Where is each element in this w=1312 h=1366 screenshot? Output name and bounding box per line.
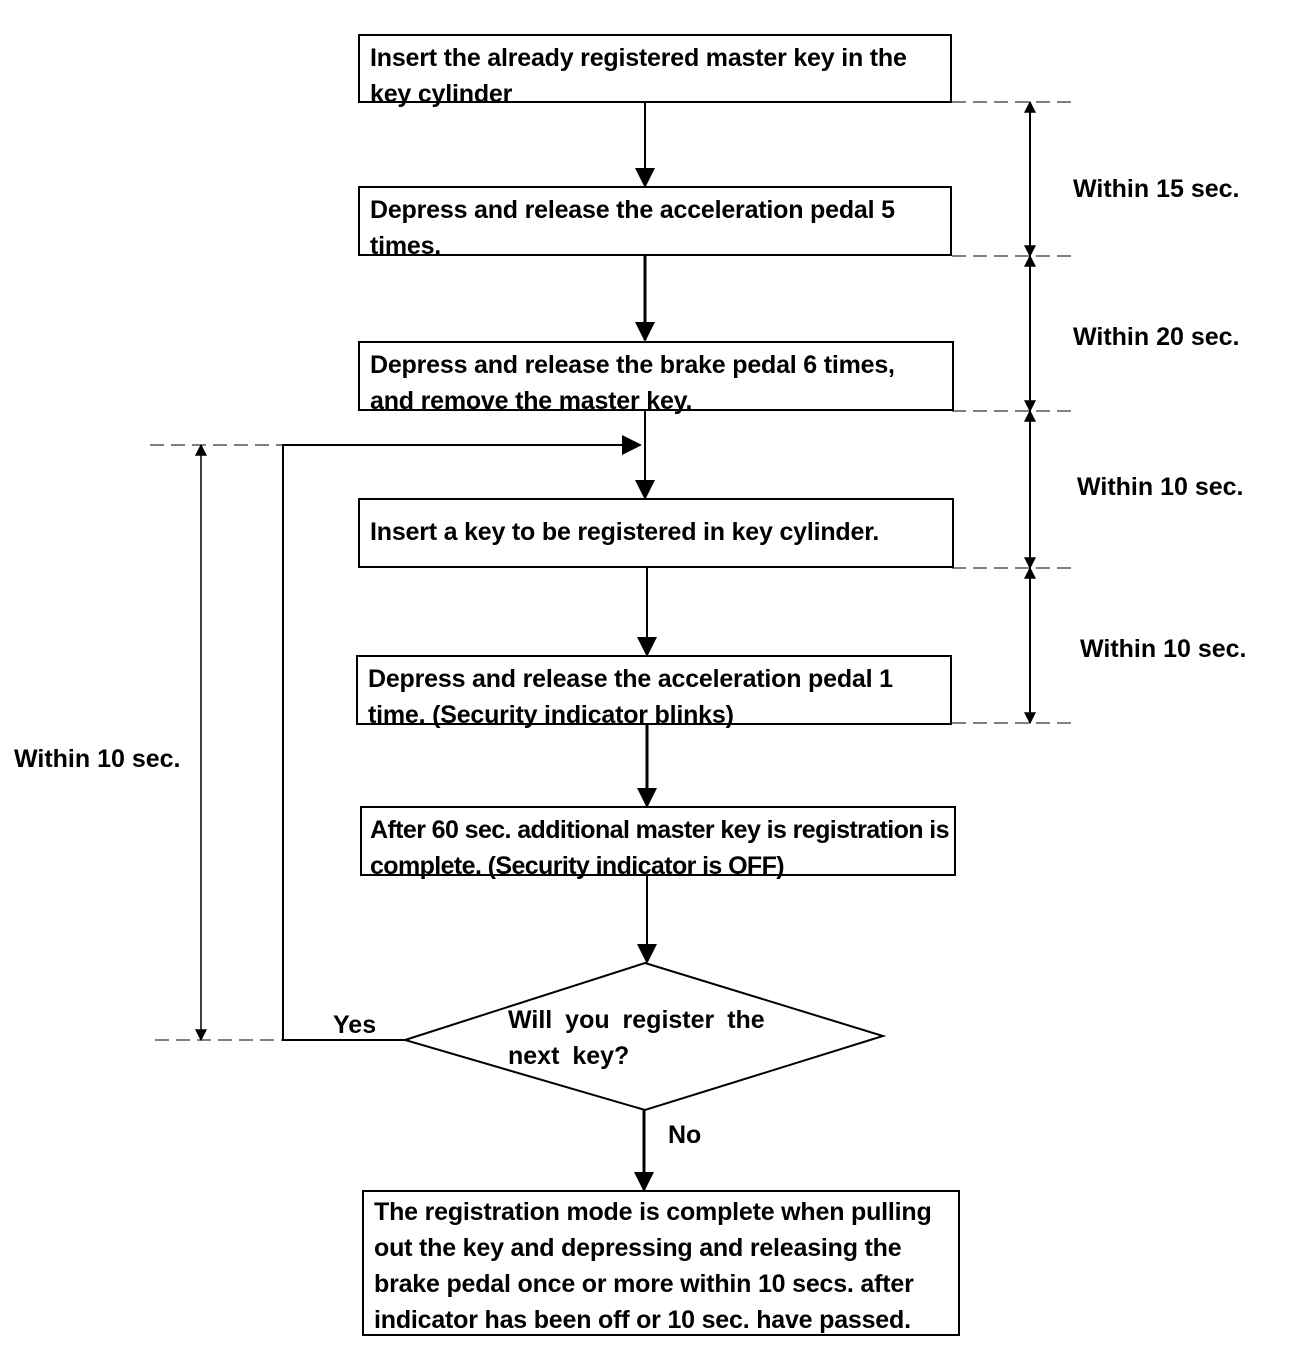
step-registration-complete: After 60 sec. additional master key is r… xyxy=(360,806,956,880)
step-brake-pedal-6: Depress and release the brake pedal 6 ti… xyxy=(358,341,954,415)
loop-timing-guides xyxy=(150,444,283,1041)
step-accel-pedal-1: Depress and release the acceleration ped… xyxy=(356,655,952,729)
timing-label-loop: Within 10 sec. xyxy=(14,745,181,773)
no-label: No xyxy=(668,1121,702,1149)
step-insert-master-key: Insert the already registered master key… xyxy=(358,34,952,108)
timing-label-10a: Within 10 sec. xyxy=(1077,473,1244,501)
step-text: Depress and release the acceleration ped… xyxy=(368,665,893,729)
step-accel-pedal-5: Depress and release the acceleration ped… xyxy=(358,186,952,260)
yes-label: Yes xyxy=(333,1011,377,1039)
step-final: The registration mode is complete when p… xyxy=(362,1190,960,1336)
timing-label-10b: Within 10 sec. xyxy=(1080,635,1247,663)
step-text: Depress and release the acceleration ped… xyxy=(370,196,895,260)
step-insert-new-key: Insert a key to be registered in key cyl… xyxy=(358,498,954,568)
step-text: Insert the already registered master key… xyxy=(370,44,907,108)
timing-guides xyxy=(952,101,1072,724)
yes-loop-line xyxy=(282,435,642,1041)
step-text: The registration mode is complete when p… xyxy=(374,1198,932,1334)
timing-label-15: Within 15 sec. xyxy=(1073,175,1240,203)
decision-diamond xyxy=(401,961,887,1112)
step-text: Depress and release the brake pedal 6 ti… xyxy=(370,351,895,415)
step-text: After 60 sec. additional master key is r… xyxy=(370,816,950,880)
timing-label-20: Within 20 sec. xyxy=(1073,323,1240,351)
decision-question: Will you register the next key? xyxy=(508,1006,765,1070)
step-text: Insert a key to be registered in key cyl… xyxy=(370,518,880,546)
